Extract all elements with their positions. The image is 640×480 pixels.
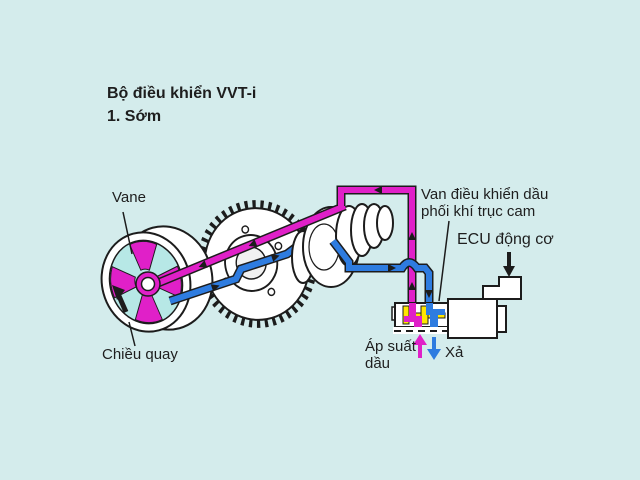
drain-label: Xả xyxy=(445,344,464,361)
oil-pressure-label-2: dầu xyxy=(365,355,391,372)
pressure-arrow xyxy=(413,334,427,358)
rotation-direction-label: Chiều quay xyxy=(102,346,178,363)
rotation-leader-line xyxy=(128,321,136,347)
valve-leader-line xyxy=(438,220,450,302)
rotation-arrow xyxy=(112,285,129,314)
camshaft xyxy=(291,203,394,288)
oil-pressure-label-1: Áp suất xyxy=(365,338,416,355)
vane-leader-line xyxy=(122,211,133,255)
valve-solenoid xyxy=(447,298,507,339)
drain-arrow xyxy=(427,337,441,360)
ecu-box xyxy=(482,276,522,300)
page-title: Bộ điều khiển VVT-i xyxy=(107,85,257,102)
oil-pipe-retard-right xyxy=(329,238,434,303)
ecu-label: ECU động cơ xyxy=(457,231,554,248)
ecu-arrow xyxy=(503,252,515,277)
vane-hub xyxy=(135,271,161,297)
mode-subtitle: 1. Sớm xyxy=(107,108,162,125)
leader-lines xyxy=(122,211,450,347)
vane-label: Vane xyxy=(112,189,146,206)
flow-arrows xyxy=(198,186,433,298)
oil-control-valve-label-2: phối khí trục cam xyxy=(421,203,536,220)
oil-control-valve xyxy=(391,302,460,334)
oil-control-valve-label-1: Van điều khiển dầu xyxy=(421,186,549,203)
